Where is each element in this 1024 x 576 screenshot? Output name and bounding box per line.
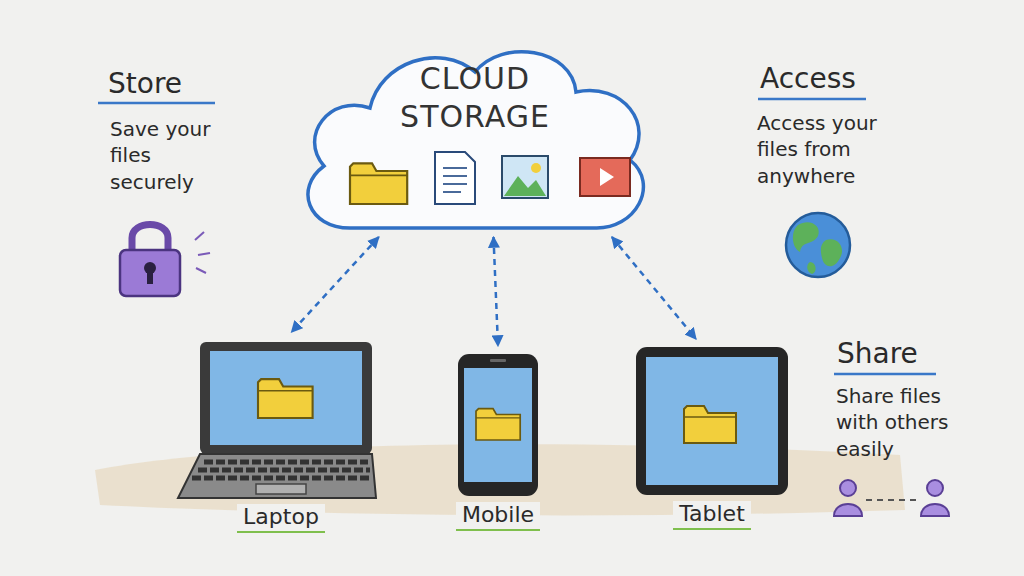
globe-icon	[786, 213, 850, 277]
sync-arrow	[612, 237, 696, 339]
underline	[98, 102, 215, 105]
node-title: CLOUD STORAGE	[375, 60, 575, 135]
section-text: Share files with others easily	[836, 383, 976, 462]
device-label: Laptop	[237, 504, 325, 533]
mobile-device: Mobile	[452, 352, 544, 537]
device-label-row: Mobile	[452, 502, 544, 531]
underline	[834, 373, 936, 376]
device-label: Mobile	[456, 502, 540, 531]
device-label: Tablet	[673, 501, 751, 530]
sync-arrow	[292, 237, 379, 332]
section-text: Access your files from anywhere	[757, 110, 897, 189]
device-label-row: Tablet	[632, 501, 792, 530]
device-label-row: Laptop	[176, 504, 386, 533]
section-heading: Store	[108, 66, 308, 103]
sync-arrow	[494, 237, 499, 346]
people-icon	[834, 480, 949, 516]
section-heading: Access	[760, 61, 960, 98]
tablet-device: Tablet	[632, 345, 792, 537]
underline	[758, 98, 866, 101]
section-text: Save your files securely	[110, 116, 230, 195]
cloud-shape: CLOUD STORAGE	[290, 32, 660, 237]
lock-icon	[120, 225, 210, 297]
section-heading: Share	[837, 336, 997, 373]
laptop-device: Laptop	[176, 338, 386, 538]
